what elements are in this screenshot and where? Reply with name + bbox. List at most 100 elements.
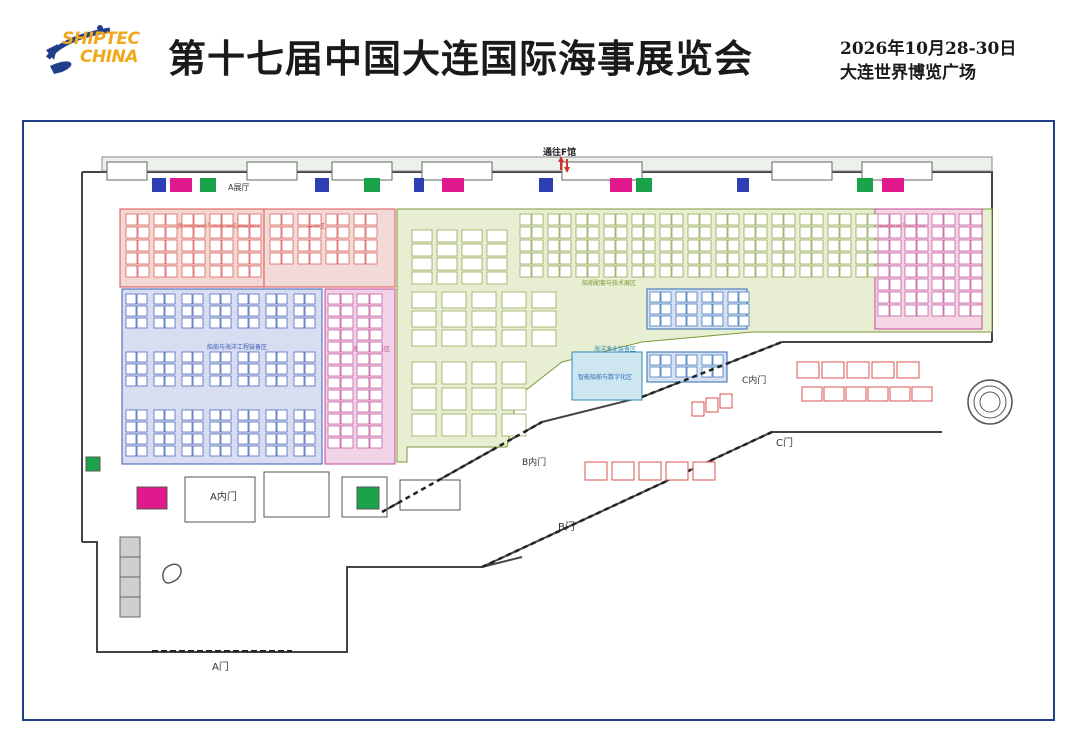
booth[interactable] <box>237 433 249 445</box>
booth[interactable] <box>827 239 840 252</box>
booth[interactable] <box>799 213 812 226</box>
booth[interactable] <box>587 239 600 252</box>
booth[interactable] <box>304 317 316 329</box>
booth[interactable] <box>970 226 983 239</box>
booth[interactable] <box>276 317 288 329</box>
booth[interactable] <box>209 226 222 239</box>
booth[interactable] <box>958 304 971 317</box>
booth[interactable] <box>153 226 166 239</box>
booth[interactable] <box>193 239 206 252</box>
booth[interactable] <box>269 226 282 239</box>
booth[interactable] <box>411 413 437 437</box>
booth[interactable] <box>293 293 305 305</box>
booth[interactable] <box>486 257 508 271</box>
booth[interactable] <box>877 226 890 239</box>
booth[interactable] <box>281 239 294 252</box>
booth[interactable] <box>411 229 433 243</box>
booth[interactable] <box>165 265 178 278</box>
booth[interactable] <box>970 239 983 252</box>
booth[interactable] <box>369 365 383 377</box>
booth[interactable] <box>340 365 354 377</box>
booth[interactable] <box>916 213 929 226</box>
booth[interactable] <box>337 213 350 226</box>
booth[interactable] <box>209 445 221 457</box>
booth[interactable] <box>164 375 176 387</box>
booth[interactable] <box>755 226 768 239</box>
booth[interactable] <box>755 213 768 226</box>
booth[interactable] <box>943 278 956 291</box>
booth[interactable] <box>365 213 378 226</box>
booth[interactable] <box>904 252 917 265</box>
booth[interactable] <box>889 278 902 291</box>
booth[interactable] <box>519 213 532 226</box>
booth[interactable] <box>501 361 527 385</box>
booth[interactable] <box>855 226 868 239</box>
booth[interactable] <box>783 252 796 265</box>
booth[interactable] <box>436 257 458 271</box>
booth[interactable] <box>615 265 628 278</box>
booth[interactable] <box>855 265 868 278</box>
booth[interactable] <box>269 213 282 226</box>
booth[interactable] <box>471 387 497 411</box>
booth[interactable] <box>867 252 880 265</box>
booth[interactable] <box>916 252 929 265</box>
booth[interactable] <box>827 265 840 278</box>
booth[interactable] <box>649 315 661 327</box>
booth[interactable] <box>181 375 193 387</box>
booth[interactable] <box>659 226 672 239</box>
booth[interactable] <box>671 213 684 226</box>
booth[interactable] <box>575 226 588 239</box>
booth[interactable] <box>461 257 483 271</box>
booth[interactable] <box>265 363 277 375</box>
booth[interactable] <box>411 243 433 257</box>
booth[interactable] <box>575 213 588 226</box>
booth[interactable] <box>436 243 458 257</box>
booth[interactable] <box>181 363 193 375</box>
booth[interactable] <box>293 305 305 317</box>
booth[interactable] <box>276 433 288 445</box>
booth[interactable] <box>164 409 176 421</box>
booth[interactable] <box>249 265 262 278</box>
booth[interactable] <box>771 239 784 252</box>
booth[interactable] <box>181 445 193 457</box>
booth[interactable] <box>237 375 249 387</box>
booth[interactable] <box>643 239 656 252</box>
booth[interactable] <box>353 239 366 252</box>
booth[interactable] <box>436 271 458 285</box>
booth[interactable] <box>671 226 684 239</box>
booth[interactable] <box>365 252 378 265</box>
booth[interactable] <box>265 375 277 387</box>
booth[interactable] <box>686 354 698 366</box>
booth[interactable] <box>486 271 508 285</box>
booth[interactable] <box>839 226 852 239</box>
booth[interactable] <box>461 271 483 285</box>
booth[interactable] <box>531 265 544 278</box>
booth[interactable] <box>181 239 194 252</box>
booth[interactable] <box>269 239 282 252</box>
booth[interactable] <box>559 239 572 252</box>
booth[interactable] <box>137 265 150 278</box>
booth[interactable] <box>249 239 262 252</box>
booth[interactable] <box>547 252 560 265</box>
booth[interactable] <box>356 425 370 437</box>
booth[interactable] <box>369 401 383 413</box>
booth[interactable] <box>916 239 929 252</box>
booth[interactable] <box>727 303 739 315</box>
booth[interactable] <box>715 265 728 278</box>
booth[interactable] <box>970 304 983 317</box>
booth[interactable] <box>164 433 176 445</box>
booth[interactable] <box>248 375 260 387</box>
booth[interactable] <box>916 278 929 291</box>
booth[interactable] <box>699 252 712 265</box>
booth[interactable] <box>943 252 956 265</box>
booth[interactable] <box>916 226 929 239</box>
booth[interactable] <box>675 291 687 303</box>
booth[interactable] <box>687 252 700 265</box>
booth[interactable] <box>193 226 206 239</box>
booth[interactable] <box>441 361 467 385</box>
booth[interactable] <box>799 226 812 239</box>
booth[interactable] <box>164 305 176 317</box>
booth[interactable] <box>916 304 929 317</box>
booth[interactable] <box>867 239 880 252</box>
booth[interactable] <box>715 226 728 239</box>
